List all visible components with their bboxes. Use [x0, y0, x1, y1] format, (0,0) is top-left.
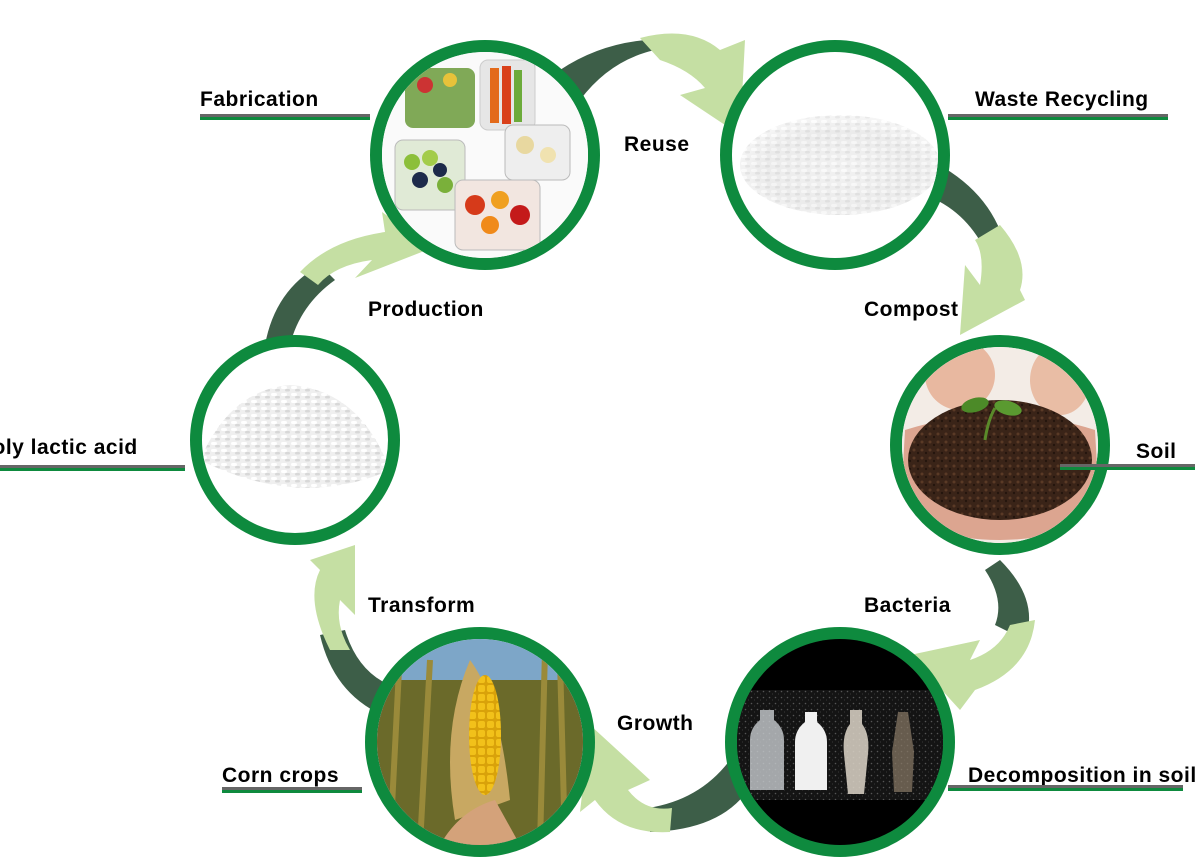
- stage-circle-pla: [190, 335, 400, 545]
- rule-biodegradation: [948, 785, 1183, 791]
- stage-circle-fabrication: [370, 40, 600, 270]
- step-label-bacteria: Bacteria: [864, 594, 951, 617]
- rule-pla: [0, 465, 185, 471]
- stage-circle-soil: [890, 335, 1110, 555]
- step-label-reuse: Reuse: [624, 133, 690, 156]
- stage-circle-biodegradation: [725, 627, 955, 857]
- label-fabrication: Fabrication: [200, 88, 319, 111]
- step-label-compost: Compost: [864, 298, 959, 321]
- label-soil: Soil: [1136, 440, 1177, 463]
- label-biodegradation: Decomposition in soil: [968, 764, 1195, 787]
- stage-circle-recycling: [720, 40, 950, 270]
- label-pla: Poly lactic acid: [0, 436, 138, 459]
- rule-corn: [222, 787, 362, 793]
- step-label-transform: Transform: [368, 594, 476, 617]
- arrow-biodegradation-to-corn: [580, 725, 748, 833]
- label-recycling: Waste Recycling: [975, 88, 1149, 111]
- arrow-fabrication-to-recycling: [560, 33, 745, 136]
- step-label-production: Production: [368, 298, 484, 321]
- label-corn: Corn crops: [222, 764, 340, 787]
- stage-circle-corn: [365, 627, 595, 857]
- rule-fabrication: [200, 114, 370, 120]
- rule-recycling: [948, 114, 1168, 120]
- rule-soil: [1060, 464, 1195, 470]
- step-label-growth: Growth: [617, 712, 694, 735]
